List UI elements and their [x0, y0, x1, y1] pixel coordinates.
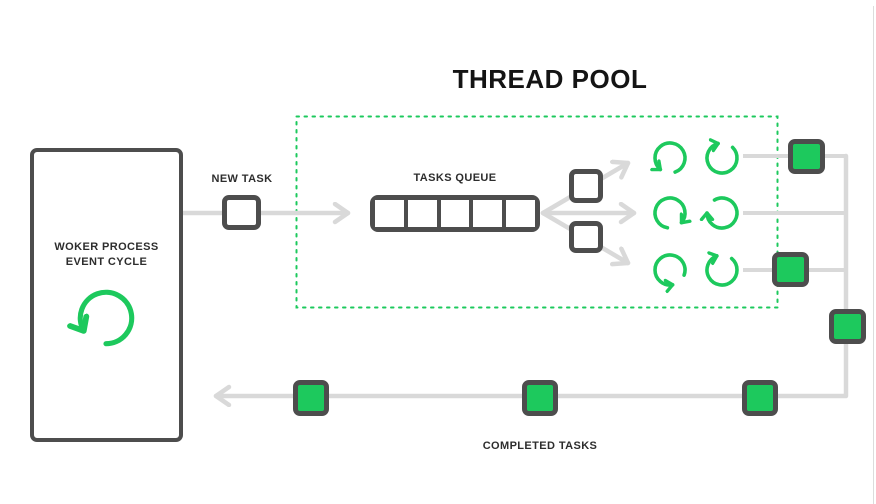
tasks-queue — [370, 195, 540, 232]
thread-cycle-icon — [646, 141, 687, 174]
queue-slot — [469, 200, 503, 227]
page-edge-border — [873, 6, 874, 504]
completed-task-square — [772, 252, 809, 287]
completed-task-square — [293, 380, 329, 416]
pending-task-square — [569, 221, 603, 253]
queue-slot — [436, 200, 470, 227]
completed-task-square — [829, 309, 866, 344]
worker-process-box: WOKER PROCESS EVENT CYCLE — [30, 148, 183, 442]
tasks-queue-label: TASKS QUEUE — [413, 172, 497, 184]
worker-process-label: WOKER PROCESS EVENT CYCLE — [34, 240, 179, 270]
completed-task-square — [522, 380, 558, 416]
pending-task-square — [569, 169, 603, 203]
queue-slot — [502, 200, 535, 227]
completed-task-square — [742, 380, 778, 416]
thread-cycle-icon — [653, 196, 697, 230]
return-path-arrow — [213, 153, 849, 396]
queue-slot — [375, 200, 404, 227]
thread-cycle-icon — [705, 246, 739, 287]
completed-task-square — [788, 139, 825, 174]
worker-process-label-line2: EVENT CYCLE — [65, 256, 148, 268]
thread-pool-title: THREAD POOL — [452, 64, 648, 94]
queue-slot — [403, 200, 437, 227]
new-task-label: NEW TASK — [211, 173, 273, 185]
new-task-square — [222, 195, 261, 230]
thread-cycle-icon — [693, 196, 739, 230]
thread-cycle-icon — [653, 253, 687, 299]
worker-cycle-arrow-icon — [57, 289, 135, 347]
thread-cycle-icon — [705, 132, 739, 175]
worker-process-label-line1: WOKER PROCESS — [54, 241, 159, 253]
completed-tasks-label: COMPLETED TASKS — [482, 440, 598, 452]
